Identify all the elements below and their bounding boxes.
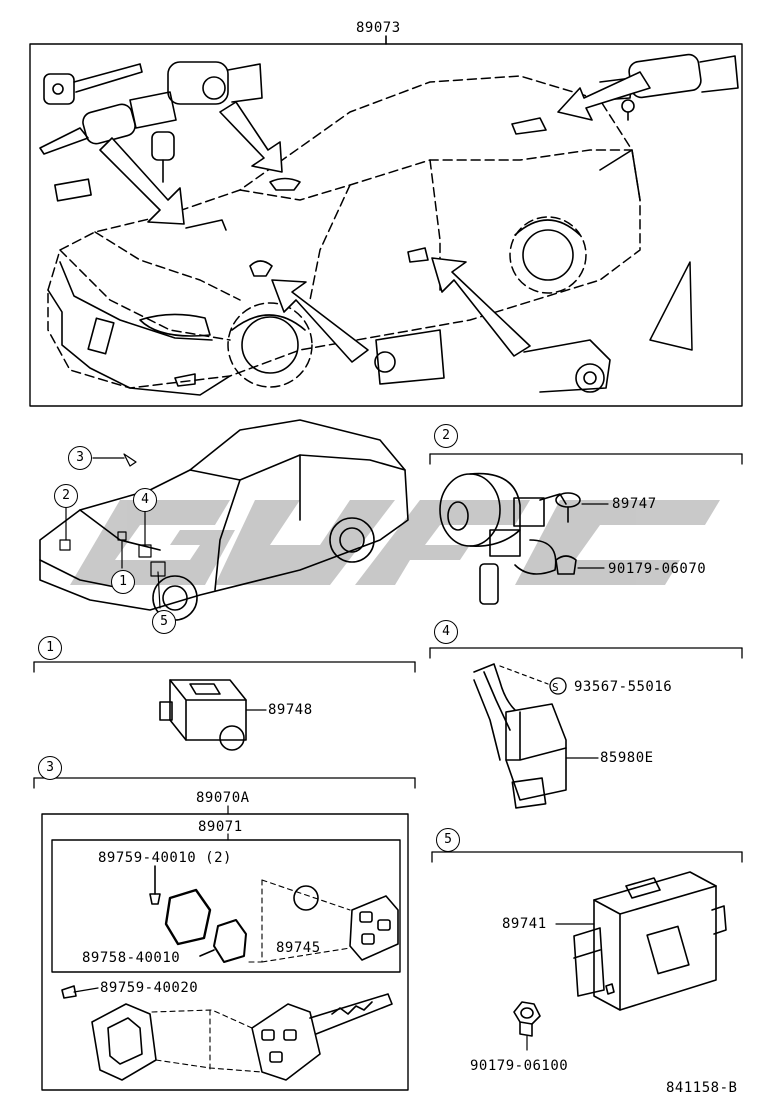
section-5-marker[interactable]: 5 — [436, 828, 460, 852]
callout-2-car[interactable]: 2 — [54, 484, 78, 508]
part-89759-40020[interactable]: 89759-40020 — [100, 980, 199, 996]
assembly-89071[interactable]: 89071 — [198, 819, 243, 835]
part-90179-06100[interactable]: 90179-06100 — [470, 1058, 569, 1074]
part-89747[interactable]: 89747 — [612, 496, 657, 512]
part-85980E[interactable]: 85980E — [600, 750, 654, 766]
callout-5-car[interactable]: 5 — [152, 610, 176, 634]
control-unit-89741 — [573, 871, 727, 1011]
screw-mark-label: S — [552, 681, 560, 694]
figure-id: 841158-B — [666, 1080, 738, 1096]
part-89758-40010[interactable]: 89758-40010 — [82, 950, 181, 966]
box-89070A — [41, 813, 409, 1091]
sensor-85980E — [473, 663, 567, 809]
part-90179-06070[interactable]: 90179-06070 — [608, 561, 707, 577]
master-key — [61, 985, 393, 1081]
top-key-cylinders — [39, 53, 739, 393]
part-89741[interactable]: 89741 — [502, 916, 547, 932]
part-89748[interactable]: 89748 — [268, 702, 313, 718]
section-1-marker[interactable]: 1 — [38, 636, 62, 660]
section-4-marker[interactable]: 4 — [434, 620, 458, 644]
assembly-number-89073: 89073 — [356, 20, 401, 36]
section-2-marker[interactable]: 2 — [434, 424, 458, 448]
master-key-dashes — [151, 1009, 263, 1073]
part-89759-40010[interactable]: 89759-40010 (2) — [98, 850, 232, 866]
watermark-logo — [70, 500, 720, 585]
box-89071 — [51, 839, 401, 973]
transmitter-parts — [149, 865, 399, 963]
top-arrows — [99, 71, 651, 363]
siren-horn-part — [439, 472, 581, 605]
transmitter-dashes — [245, 879, 351, 963]
screw-symbol — [549, 677, 567, 695]
sensor-89748 — [159, 679, 247, 751]
callout-3-car[interactable]: 3 — [68, 446, 92, 470]
callout-4-car[interactable]: 4 — [133, 488, 157, 512]
top-car-solid — [47, 149, 693, 396]
section-3-marker[interactable]: 3 — [38, 756, 62, 780]
callout-1-car[interactable]: 1 — [111, 570, 135, 594]
mini-car-leaders — [59, 453, 166, 609]
part-89745[interactable]: 89745 — [276, 940, 321, 956]
part-93567-55016[interactable]: 93567-55016 — [574, 679, 673, 695]
assembly-89070A[interactable]: 89070A — [196, 790, 250, 806]
clip-90179-06070 — [555, 555, 577, 575]
nut-90179-06100 — [513, 1001, 541, 1051]
